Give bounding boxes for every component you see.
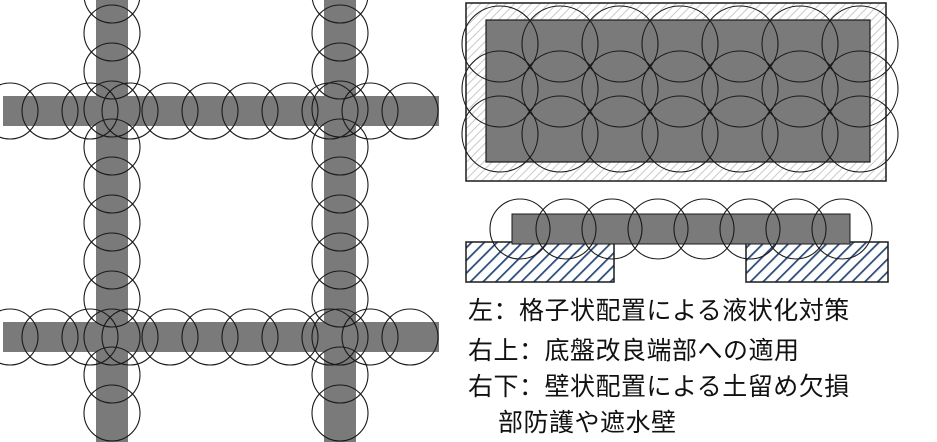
column-circle-outline [83,42,141,100]
caption-bottom-right-line2: 部防護や遮水壁 [498,408,677,437]
column-circle-outline [61,82,119,140]
column-circle-outline [311,270,369,328]
column-circle-outline [141,308,199,366]
column-circle-outline [83,346,141,404]
column-circle-outline [21,82,79,140]
column-circle-outline [61,308,119,366]
column-circle-outline [641,5,719,83]
column-circle-outline [821,5,899,83]
improved-block [485,19,871,163]
column-circle-outline [261,308,319,366]
column-circle-outline [83,232,141,290]
column-circles [0,0,439,442]
retaining-wall-right [745,241,889,283]
column-circle-outline [521,50,599,128]
left-grid-panel [0,0,439,442]
column-circle-outline [0,82,39,140]
column-circle-outline [311,194,369,252]
column-circle-outline [83,0,141,24]
grid-column-bars [3,0,439,442]
column-circle-outline [821,50,899,128]
column-circle-outline [341,308,399,366]
column-circle-outline [311,156,369,214]
column-circle-outline [761,50,839,128]
column-circle-outline [311,346,369,404]
caption-bottom-right-line1: 右下：壁状配置による土留め欠損 [468,372,850,401]
column-circle-outline [761,5,839,83]
column-circle-outline [301,308,359,366]
column-circle-outline [719,198,781,260]
column-circle-outline [311,4,369,62]
column-circle-outline [83,308,141,366]
column-circle-outline [489,198,551,260]
column-circle-outline [761,95,839,173]
top-right-panel [461,2,899,182]
column-circle-outline [311,384,369,442]
column-circle-outline [311,42,369,100]
column-circle-outline [581,50,659,128]
column-circle-outline [701,5,779,83]
column-circle-outline [641,50,719,128]
caption-top-right: 右上：底盤改良端部への適用 [468,336,800,365]
column-circle-outline [83,156,141,214]
column-circle-outline [811,198,873,260]
column-circle-outline [765,198,827,260]
wall-column-bar [511,213,851,245]
column-circle-outline [83,118,141,176]
column-circle-outline [311,118,369,176]
column-circle-outline [461,50,539,128]
vertical-bar-left [96,0,128,442]
column-circle-outline [341,82,399,140]
column-circle-outline [821,95,899,173]
block-circles [461,5,899,173]
column-circle-outline [311,0,369,24]
column-circle-outline [0,308,39,366]
bottom-right-panel [465,198,889,283]
retaining-wall-left [465,241,615,283]
column-circle-outline [535,198,597,260]
column-circle-outline [381,308,439,366]
column-circle-outline [521,5,599,83]
horizontal-bar-bottom [3,322,439,352]
column-circle-outline [221,308,279,366]
column-circle-outline [581,5,659,83]
vertical-bar-right [324,0,356,442]
column-circle-outline [221,82,279,140]
column-circle-outline [673,198,735,260]
wall-circles [489,198,873,260]
column-circle-outline [301,82,359,140]
column-circle-outline [581,95,659,173]
column-circle-outline [701,50,779,128]
horizontal-bar-top [3,96,439,126]
column-circle-outline [627,198,689,260]
column-circle-outline [83,270,141,328]
column-circle-outline [83,4,141,62]
column-circle-outline [101,82,159,140]
column-circle-outline [261,82,319,140]
column-circle-outline [101,308,159,366]
column-circle-outline [311,308,369,366]
column-circle-outline [83,80,141,138]
column-circle-outline [83,194,141,252]
column-circle-outline [641,95,719,173]
column-circle-outline [381,82,439,140]
caption-left: 左：格子状配置による液状化対策 [468,296,850,325]
column-circle-outline [181,308,239,366]
column-circle-outline [461,5,539,83]
column-circle-outline [21,308,79,366]
column-circle-outline [83,384,141,442]
column-circle-outline [181,82,239,140]
column-circle-outline [701,95,779,173]
column-circle-outline [521,95,599,173]
column-circle-outline [581,198,643,260]
column-circle-outline [141,82,199,140]
column-circle-outline [461,95,539,173]
column-circle-outline [311,232,369,290]
